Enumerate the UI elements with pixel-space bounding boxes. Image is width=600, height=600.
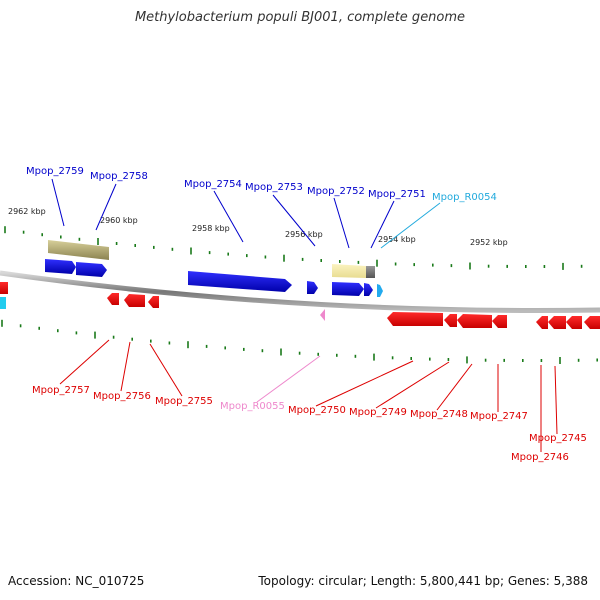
scale-label-2954: 2954 kbp [378,235,416,244]
gene-mpop-2749[interactable] [444,314,457,327]
gene-mpop-2745[interactable] [548,316,566,329]
gene-mpop-2746[interactable] [536,316,548,329]
rna-mpop-r0054[interactable] [377,284,383,297]
label-mpop-r0055[interactable]: Mpop_R0055 [220,401,285,412]
label-mpop-2748[interactable]: Mpop_2748 [410,409,468,420]
label-mpop-2757[interactable]: Mpop_2757 [32,385,90,396]
gene-mpop-2750[interactable] [387,312,443,326]
label-mpop-2747[interactable]: Mpop_2747 [470,411,528,422]
feature-block-grey[interactable] [366,266,375,278]
scale-label-2962: 2962 kbp [8,207,46,216]
map-title: Methylobacterium populi BJ001, complete … [134,10,466,25]
gene-mpop-2748[interactable] [457,314,492,328]
label-mpop-2756[interactable]: Mpop_2756 [93,391,151,402]
label-mpop-2752[interactable]: Mpop_2752 [307,186,365,197]
scale-ticks [1,226,599,364]
rna-mpop-r0055[interactable] [320,309,325,321]
label-mpop-2750[interactable]: Mpop_2750 [288,405,346,416]
feature-block-yellow[interactable] [332,264,366,278]
label-mpop-2758[interactable]: Mpop_2758 [90,171,148,182]
scale-label-2958: 2958 kbp [192,224,230,233]
label-mpop-2753[interactable]: Mpop_2753 [245,182,303,193]
label-mpop-2749[interactable]: Mpop_2749 [349,407,407,418]
label-mpop-2751[interactable]: Mpop_2751 [368,189,426,200]
top-leader-lines [51,178,441,249]
accession-text: Accession: NC_010725 [8,574,145,588]
scale-label-2960: 2960 kbp [100,216,138,225]
gene-mpop-2756[interactable] [124,294,145,307]
gene-mpop-2758[interactable] [76,262,107,277]
gene-left-red[interactable] [0,282,8,294]
gene-left-cyan[interactable] [0,297,6,309]
gene-mpop-2753[interactable] [307,281,318,294]
gene-mpop-2747[interactable] [492,315,507,328]
label-mpop-2754[interactable]: Mpop_2754 [184,179,242,190]
genome-stats-text: Topology: circular; Length: 5,800,441 bp… [258,574,588,588]
label-mpop-2746[interactable]: Mpop_2746 [511,452,569,463]
scale-label-2952: 2952 kbp [470,238,508,247]
gene-mpop-2759[interactable] [45,259,76,274]
gene-right-red-2[interactable] [584,316,600,329]
gene-mpop-2751[interactable] [364,283,373,296]
label-mpop-2755[interactable]: Mpop_2755 [155,396,213,407]
scale-label-2956: 2956 kbp [285,230,323,239]
label-mpop-2745[interactable]: Mpop_2745 [529,433,587,444]
gene-right-red-1[interactable] [566,316,582,329]
gene-mpop-2754[interactable] [188,271,292,292]
gene-mpop-2752[interactable] [332,282,364,296]
gene-mpop-2755[interactable] [148,296,159,308]
label-mpop-r0054[interactable]: Mpop_R0054 [432,192,497,203]
feature-block-tan[interactable] [48,240,109,260]
genome-backbone [0,270,600,314]
label-mpop-2759[interactable]: Mpop_2759 [26,166,84,177]
gene-mpop-2757[interactable] [107,293,119,305]
bottom-leader-lines [59,339,558,452]
